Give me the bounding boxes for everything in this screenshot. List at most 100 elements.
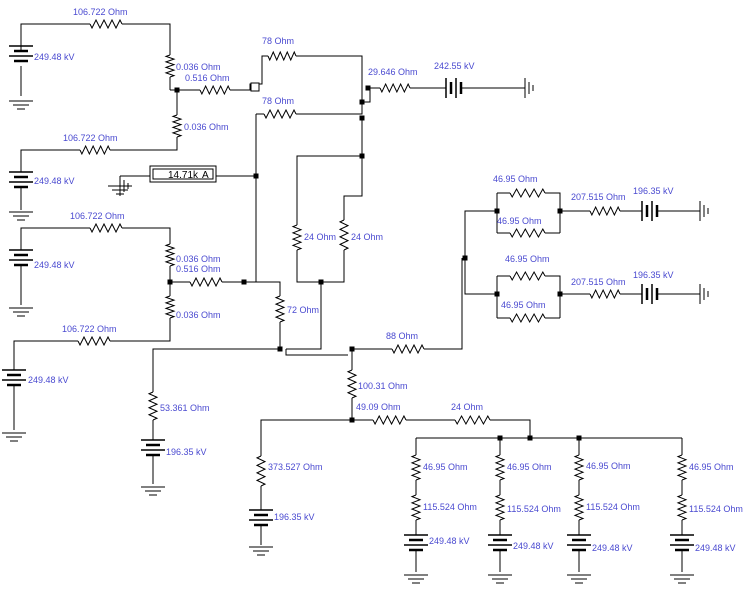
resistor[interactable] — [164, 295, 176, 319]
components — [2, 18, 709, 584]
ground-icon — [249, 546, 273, 556]
resistor[interactable] — [263, 108, 297, 120]
junction-node — [253, 173, 259, 179]
resistor[interactable] — [573, 494, 585, 521]
wire — [286, 282, 322, 350]
resistor[interactable] — [573, 454, 585, 481]
resistor[interactable] — [379, 82, 411, 94]
junction-node — [494, 291, 500, 297]
resistor-label: 0.036 Ohm — [176, 310, 221, 320]
resistor[interactable] — [199, 84, 231, 96]
wire — [122, 23, 171, 55]
junction-node — [359, 153, 365, 159]
resistor-label: 0.036 Ohm — [176, 62, 221, 72]
voltage-source[interactable] — [9, 45, 33, 63]
resistor[interactable] — [372, 414, 407, 426]
resistor[interactable] — [494, 454, 506, 481]
resistor[interactable] — [291, 224, 303, 251]
resistor[interactable] — [509, 187, 546, 199]
resistor[interactable] — [391, 343, 425, 355]
resistor-label: 78 Ohm — [262, 96, 294, 106]
junction-node — [349, 417, 355, 423]
resistor[interactable] — [509, 312, 546, 324]
wire — [490, 419, 531, 438]
resistor-label: 100.31 Ohm — [358, 381, 408, 391]
resistor[interactable] — [79, 144, 111, 156]
resistor[interactable] — [676, 454, 688, 481]
wire — [20, 227, 90, 250]
resistor[interactable] — [509, 270, 546, 282]
resistor-label: 24 Ohm — [304, 232, 336, 242]
resistor-label: 46.95 Ohm — [689, 462, 734, 472]
junction-node — [318, 279, 324, 285]
wire — [230, 55, 268, 91]
junction-node — [497, 435, 503, 441]
wire — [424, 258, 463, 350]
junction-node — [174, 87, 180, 93]
resistor[interactable] — [147, 391, 159, 421]
resistor-label: 24 Ohm — [351, 232, 383, 242]
wire — [20, 23, 90, 50]
voltage-source[interactable] — [9, 249, 33, 267]
resistor-label: 115.524 Ohm — [689, 504, 743, 514]
wire — [362, 87, 380, 103]
junction-node — [241, 279, 247, 285]
source-label: 242.55 kV — [434, 61, 475, 71]
resistor[interactable] — [589, 288, 621, 300]
source-label: 249.48 kV — [695, 543, 736, 553]
wire — [296, 250, 345, 283]
source-label: 249.48 kV — [34, 52, 75, 62]
resistor[interactable] — [267, 50, 297, 62]
source-label: 249.48 kV — [34, 176, 75, 186]
wire — [122, 227, 171, 244]
voltage-source[interactable] — [567, 534, 591, 552]
resistor[interactable] — [274, 295, 286, 323]
resistor[interactable] — [164, 54, 176, 78]
resistor-label: 53.361 Ohm — [160, 403, 210, 413]
resistor[interactable] — [164, 243, 176, 267]
resistor[interactable] — [676, 494, 688, 521]
voltage-source[interactable] — [141, 439, 165, 457]
ground-icon — [488, 574, 512, 584]
voltage-source[interactable] — [488, 534, 512, 552]
resistor-label: 46.95 Ohm — [507, 462, 552, 472]
voltage-source[interactable] — [641, 201, 659, 221]
voltage-source[interactable] — [445, 78, 463, 98]
source-label: 249.48 kV — [28, 375, 69, 385]
resistor[interactable] — [89, 18, 123, 30]
resistor[interactable] — [346, 369, 358, 399]
voltage-source[interactable] — [249, 509, 273, 527]
resistor[interactable] — [171, 114, 183, 138]
resistor[interactable] — [89, 222, 123, 234]
junction-node — [277, 346, 283, 352]
resistor-label: 373.527 Ohm — [268, 462, 323, 472]
resistor[interactable] — [494, 494, 506, 521]
wire — [545, 275, 561, 318]
voltage-source[interactable] — [2, 369, 26, 387]
ammeter[interactable]: 14.71k A — [149, 165, 217, 183]
resistor-label: 46.95 Ohm — [493, 174, 538, 184]
resistor[interactable] — [338, 219, 350, 251]
resistor[interactable] — [410, 454, 422, 481]
resistor[interactable] — [77, 335, 111, 347]
resistor-label: 207.515 Ohm — [571, 192, 626, 202]
voltage-source[interactable] — [670, 534, 694, 552]
resistor[interactable] — [454, 414, 491, 426]
junction-node — [365, 85, 371, 91]
resistor[interactable] — [189, 276, 223, 288]
junction-node — [576, 435, 582, 441]
resistor[interactable] — [255, 455, 267, 487]
resistor[interactable] — [410, 494, 422, 521]
voltage-source[interactable] — [9, 171, 33, 189]
wire — [464, 210, 497, 258]
wire — [343, 118, 363, 220]
ground-icon — [699, 284, 709, 304]
resistor[interactable] — [589, 205, 621, 217]
voltage-source[interactable] — [641, 284, 659, 304]
voltage-source[interactable] — [404, 534, 428, 552]
resistor[interactable] — [509, 227, 546, 239]
wire — [110, 318, 171, 342]
resistor-label: 106.722 Ohm — [70, 211, 125, 221]
